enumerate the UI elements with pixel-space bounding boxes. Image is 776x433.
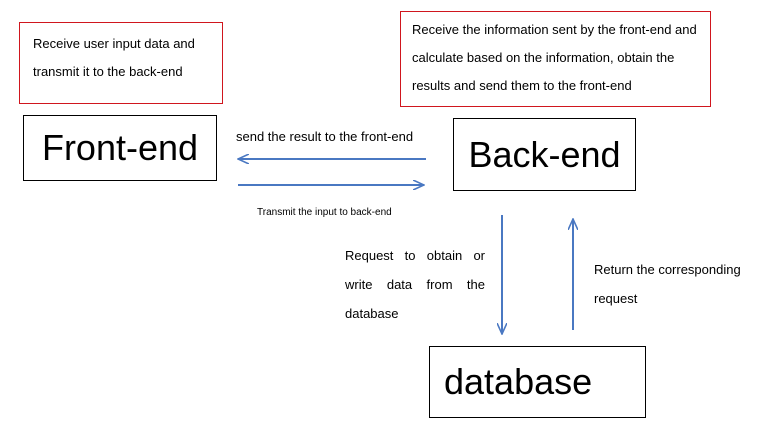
backend-note-text: Receive the information sent by the fron… — [412, 22, 697, 93]
frontend-node-label: Front-end — [41, 127, 199, 168]
frontend-note: Receive user input data and transmit it … — [19, 22, 223, 104]
label-request-db: Request to obtain or write data from the… — [345, 248, 485, 321]
label-return-request: Return the corresponding request — [594, 262, 741, 306]
backend-note: Receive the information sent by the fron… — [400, 11, 711, 107]
label-send-result: send the result to the front-end — [236, 129, 414, 144]
database-node: database — [429, 346, 646, 418]
backend-node-label: Back-end — [468, 133, 621, 175]
label-transmit-input: Transmit the input to back-end — [257, 207, 392, 218]
database-node-label: database — [444, 361, 593, 402]
frontend-node: Front-end — [23, 115, 217, 181]
frontend-note-text: Receive user input data and transmit it … — [33, 36, 195, 79]
backend-node: Back-end — [453, 118, 636, 191]
